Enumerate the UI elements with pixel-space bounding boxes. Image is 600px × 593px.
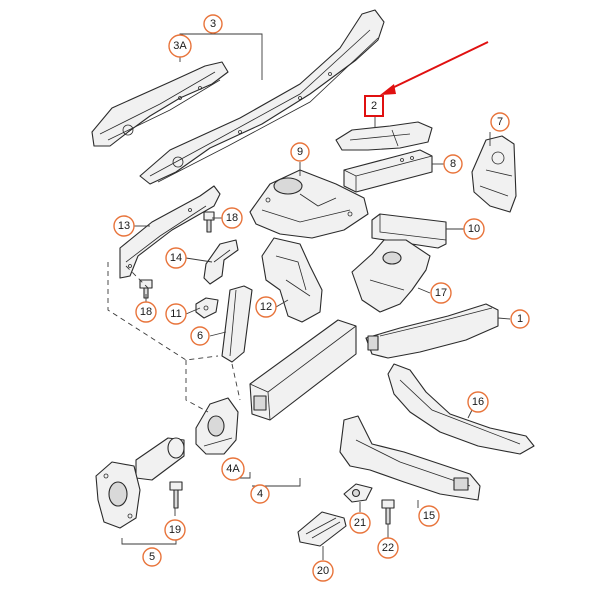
part-14-bracket[interactable] bbox=[203, 239, 239, 285]
svg-text:10: 10 bbox=[468, 223, 480, 235]
svg-text:4A: 4A bbox=[226, 463, 240, 475]
callout-11[interactable]: 11 bbox=[165, 303, 187, 325]
callout-13[interactable]: 13 bbox=[113, 215, 135, 237]
svg-text:16: 16 bbox=[472, 396, 484, 408]
svg-text:2: 2 bbox=[371, 100, 377, 112]
part-11-clip[interactable] bbox=[195, 297, 219, 319]
callout-12[interactable]: 12 bbox=[255, 296, 277, 318]
callout-9[interactable]: 9 bbox=[290, 142, 310, 162]
callout-4a[interactable]: 4A bbox=[221, 457, 245, 481]
part-4a-mount[interactable] bbox=[195, 397, 239, 455]
callout-3a[interactable]: 3A bbox=[168, 34, 192, 58]
callout-1[interactable]: 1 bbox=[510, 309, 530, 329]
svg-text:8: 8 bbox=[450, 158, 456, 170]
svg-text:14: 14 bbox=[170, 252, 182, 264]
svg-text:13: 13 bbox=[118, 220, 130, 232]
svg-text:7: 7 bbox=[497, 116, 503, 128]
svg-text:19: 19 bbox=[169, 524, 181, 536]
callout-8[interactable]: 8 bbox=[443, 154, 463, 174]
callout-16[interactable]: 16 bbox=[467, 391, 489, 413]
part-16-bracket[interactable] bbox=[387, 363, 535, 455]
svg-text:12: 12 bbox=[260, 301, 272, 313]
part-17-bracket[interactable] bbox=[351, 239, 431, 313]
callout-10[interactable]: 10 bbox=[463, 218, 485, 240]
svg-text:21: 21 bbox=[354, 517, 366, 529]
callout-5[interactable]: 5 bbox=[142, 547, 162, 567]
svg-text:18: 18 bbox=[140, 306, 152, 318]
part-3a-rail[interactable] bbox=[91, 61, 229, 147]
part-15-sill[interactable] bbox=[339, 415, 481, 501]
callout-20[interactable]: 20 bbox=[312, 560, 334, 582]
part-4-box-section[interactable] bbox=[249, 319, 357, 421]
callout-3[interactable]: 3 bbox=[203, 14, 223, 34]
callout-14[interactable]: 14 bbox=[165, 247, 187, 269]
dashed-guides bbox=[107, 262, 241, 413]
bolt-18-upper[interactable] bbox=[203, 211, 215, 233]
callout-15[interactable]: 15 bbox=[418, 505, 440, 527]
part-1-longitudinal[interactable] bbox=[365, 303, 499, 359]
part-7-bracket[interactable] bbox=[471, 135, 517, 213]
bolt-19[interactable] bbox=[169, 481, 183, 509]
callout-19[interactable]: 19 bbox=[164, 519, 186, 541]
part-12-support[interactable] bbox=[261, 237, 323, 323]
svg-text:3: 3 bbox=[210, 18, 216, 30]
part-5-crash-box[interactable] bbox=[95, 437, 185, 529]
svg-text:4: 4 bbox=[257, 488, 263, 500]
part-21-nut-plate[interactable] bbox=[343, 483, 373, 503]
part-13-bracket[interactable] bbox=[119, 185, 221, 279]
callouts: 3 3A 2 7 9 8 13 18 bbox=[113, 14, 530, 582]
part-20-plate[interactable] bbox=[297, 511, 347, 547]
callout-18-upper[interactable]: 18 bbox=[221, 207, 243, 229]
callout-6[interactable]: 6 bbox=[190, 326, 210, 346]
part-6-member[interactable] bbox=[221, 285, 253, 363]
bolt-22[interactable] bbox=[381, 499, 395, 525]
svg-text:20: 20 bbox=[317, 565, 329, 577]
svg-text:11: 11 bbox=[170, 308, 181, 320]
callout-21[interactable]: 21 bbox=[349, 512, 371, 534]
svg-text:9: 9 bbox=[297, 146, 303, 158]
callout-2-highlighted[interactable]: 2 bbox=[364, 95, 384, 117]
callout-22[interactable]: 22 bbox=[377, 537, 399, 559]
svg-text:22: 22 bbox=[382, 542, 394, 554]
svg-text:5: 5 bbox=[149, 551, 155, 563]
leader-lines bbox=[121, 33, 511, 560]
svg-text:17: 17 bbox=[435, 287, 447, 299]
part-8-member[interactable] bbox=[343, 149, 433, 193]
part-2-bracket[interactable] bbox=[335, 121, 433, 151]
callout-18-lower[interactable]: 18 bbox=[135, 301, 157, 323]
svg-text:15: 15 bbox=[423, 510, 435, 522]
callout-17[interactable]: 17 bbox=[430, 282, 452, 304]
svg-text:6: 6 bbox=[197, 330, 203, 342]
svg-text:1: 1 bbox=[517, 313, 523, 325]
svg-text:18: 18 bbox=[226, 212, 238, 224]
svg-text:3A: 3A bbox=[173, 40, 187, 52]
part-3-rail[interactable] bbox=[139, 9, 385, 185]
callout-4[interactable]: 4 bbox=[250, 484, 270, 504]
highlight-arrow bbox=[380, 41, 489, 95]
part-9-plate[interactable] bbox=[249, 169, 369, 239]
callout-7[interactable]: 7 bbox=[490, 112, 510, 132]
